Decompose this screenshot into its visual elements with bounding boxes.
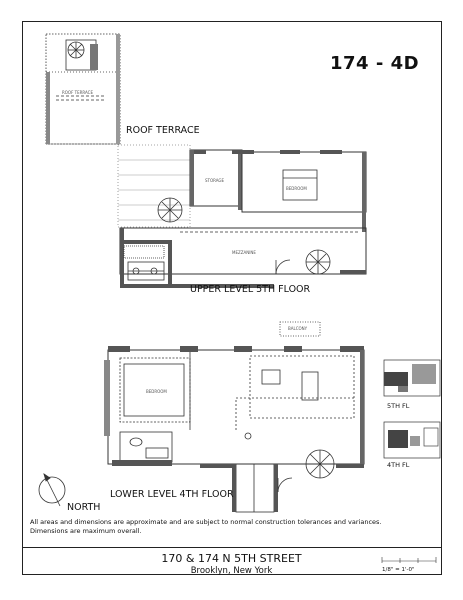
north-label: NORTH xyxy=(67,502,101,513)
lower-level-plan: BEDROOM BALCONY xyxy=(104,321,365,513)
upper-level-plan: STORAGE BEDROOM MEZZANINE xyxy=(117,144,367,288)
key-plan-5th xyxy=(383,359,441,397)
key-plan-4th xyxy=(383,421,441,459)
svg-text:ROOF TERRACE: ROOF TERRACE xyxy=(62,90,93,95)
scale-label: 1/8" = 1'-0" xyxy=(382,567,415,573)
scale-bar xyxy=(381,557,437,563)
upper-level-label: UPPER LEVEL 5TH FLOOR xyxy=(190,284,311,295)
roof-terrace-label: ROOF TERRACE xyxy=(126,125,200,136)
roof-terrace-outline xyxy=(45,33,121,145)
street-address: 170 & 174 N 5TH STREET xyxy=(161,552,302,565)
title-block-divider xyxy=(22,547,442,548)
city-address: Brooklyn, New York xyxy=(190,566,273,576)
bed xyxy=(282,169,318,201)
lower-level-label: LOWER LEVEL 4TH FLOOR xyxy=(110,489,234,500)
unit-number-title: 174 - 4D xyxy=(330,53,420,74)
drawing-sheet-border xyxy=(22,21,442,575)
svg-text:BEDROOM: BEDROOM xyxy=(286,186,307,191)
key-plan-5th-label: 5TH FL xyxy=(387,402,410,410)
north-arrow xyxy=(38,473,66,507)
svg-text:BALCONY: BALCONY xyxy=(288,326,308,331)
svg-text:STORAGE: STORAGE xyxy=(205,178,225,183)
svg-text:MEZZANINE: MEZZANINE xyxy=(232,250,256,255)
svg-text:BEDROOM: BEDROOM xyxy=(146,389,167,394)
disclaimer-text: All areas and dimensions are approximate… xyxy=(30,518,382,535)
key-plan-4th-label: 4TH FL xyxy=(387,461,410,469)
roof-terrace-plan: ROOF TERRACE xyxy=(45,33,121,145)
